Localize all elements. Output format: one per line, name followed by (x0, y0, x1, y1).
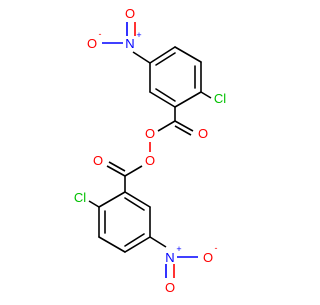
lower-ring-bond (98, 191, 126, 208)
oxygen-atom-label: O (125, 6, 135, 21)
ring-to-nitrogen-bond (132, 51, 151, 64)
upper-ring-bond (149, 46, 176, 64)
upper-ring-double-bond (155, 52, 176, 66)
upper-nitro-group: O - N + O (87, 6, 151, 64)
upper-chlorine-substituent: Cl (200, 91, 226, 106)
oxygen-atom-label: O (165, 280, 175, 295)
lower-chlorine-substituent: Cl (74, 190, 100, 208)
ring-to-nitrogen-bond (149, 236, 167, 248)
upper-benzene-ring (149, 46, 202, 108)
oxygen-atom-label: O (87, 36, 97, 51)
upper-ring-double-bond (155, 88, 176, 102)
lower-benzene-ring (98, 191, 151, 253)
upper-ester-group: O O (145, 107, 208, 141)
peroxide-oxygen-label: O (145, 126, 155, 141)
carbonyl-double-bond (108, 161, 126, 172)
chlorine-atom-label: Cl (74, 190, 86, 205)
upper-ring-bond (174, 91, 202, 108)
negative-charge-label: - (99, 29, 102, 39)
ring-to-chlorine-bond (200, 91, 212, 99)
oxygen-atom-label: O (203, 250, 213, 265)
negative-charge-label: - (215, 243, 218, 253)
carbonyl-double-bond (106, 165, 126, 177)
ring-to-chlorine-bond (88, 200, 100, 208)
carbonyl-to-oxygen-bond (157, 120, 176, 132)
lower-ring-double-bond (124, 197, 145, 211)
carbonyl-oxygen-label: O (198, 126, 208, 141)
nitrogen-atom-label: N (125, 36, 134, 51)
nitrogen-atom-label: N (165, 250, 174, 265)
positive-charge-label: + (136, 30, 141, 40)
carbonyl-double-bond (174, 120, 194, 132)
carbonyl-oxygen-label: O (93, 153, 103, 168)
lower-ring-bond (124, 236, 151, 253)
upper-ring-bond (149, 91, 176, 108)
molecule-canvas: O - N + O Cl O O O O (74, 6, 226, 295)
lower-ring-double-bond (124, 233, 145, 247)
upper-ring-bond (174, 46, 202, 63)
lower-nitro-group: N + O - O (149, 236, 218, 295)
positive-charge-label: + (176, 244, 181, 254)
lower-ester-group: O O (93, 153, 155, 192)
peroxide-oxygen-label: O (145, 153, 155, 168)
carbonyl-double-bond (174, 125, 192, 136)
structure-diagram: O - N + O Cl O O O O (74, 6, 226, 295)
chlorine-atom-label: Cl (214, 91, 226, 106)
oxygen-to-carbonyl-bond (124, 165, 143, 177)
lower-ring-bond (98, 236, 126, 253)
lower-ring-bond (124, 191, 151, 208)
